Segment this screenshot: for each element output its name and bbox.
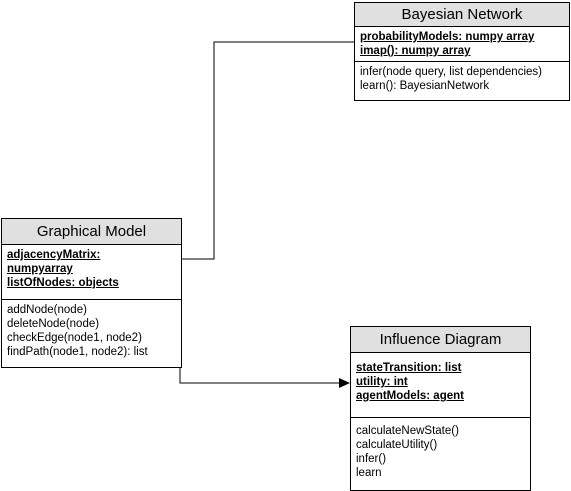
operation: learn bbox=[356, 467, 382, 479]
class-title: Bayesian Network bbox=[355, 3, 569, 27]
class-title: Graphical Model bbox=[2, 219, 181, 245]
attribute: probabilityModels: numpy array bbox=[360, 31, 535, 43]
connector-graphical-to-influence[interactable] bbox=[179, 368, 341, 384]
operation: infer(node query, list dependencies) bbox=[360, 66, 542, 78]
connector-graphical-to-bayesian[interactable] bbox=[182, 41, 354, 260]
operation: deleteNode(node) bbox=[7, 318, 100, 330]
class-influence-diagram[interactable]: Influence Diagram stateTransition: list … bbox=[350, 326, 531, 491]
operation: calculateUtility() bbox=[356, 439, 438, 451]
attribute: listOfNodes: objects bbox=[7, 277, 119, 289]
class-graphical-model[interactable]: Graphical Model adjacencyMatrix: numpyar… bbox=[1, 218, 182, 368]
operation: calculateNewState() bbox=[356, 425, 459, 437]
attributes-section: stateTransition: list utility: int agent… bbox=[351, 353, 530, 418]
class-bayesian-network[interactable]: Bayesian Network probabilityModels: nump… bbox=[354, 2, 570, 101]
attribute: numpyarray bbox=[7, 263, 73, 275]
arrowhead-influence bbox=[339, 378, 350, 388]
operations-section: calculateNewState() calculateUtility() i… bbox=[351, 418, 530, 483]
attributes-section: adjacencyMatrix: numpyarray listOfNodes:… bbox=[2, 245, 181, 300]
operation: learn(): BayesianNetwork bbox=[360, 80, 490, 92]
attribute: utility: int bbox=[356, 376, 408, 388]
attribute: imap(): numpy array bbox=[360, 45, 471, 57]
class-title: Influence Diagram bbox=[351, 327, 530, 353]
operation: findPath(node1, node2): list bbox=[7, 346, 148, 358]
operation: infer() bbox=[356, 453, 387, 465]
attribute: agentModels: agent bbox=[356, 390, 464, 402]
operations-section: infer(node query, list dependencies) lea… bbox=[355, 62, 569, 96]
operation: checkEdge(node1, node2) bbox=[7, 332, 142, 344]
attribute: stateTransition: list bbox=[356, 362, 462, 374]
operation: addNode(node) bbox=[7, 304, 87, 316]
attributes-section: probabilityModels: numpy array imap(): n… bbox=[355, 27, 569, 62]
operations-section: addNode(node) deleteNode(node) checkEdge… bbox=[2, 300, 181, 362]
attribute: adjacencyMatrix: bbox=[7, 249, 101, 261]
